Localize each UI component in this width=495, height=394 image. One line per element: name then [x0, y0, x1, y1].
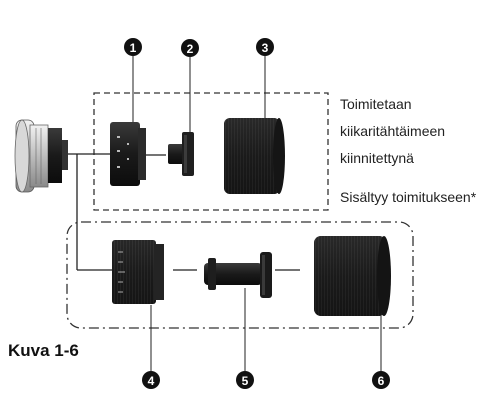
- callout-4: 4: [142, 371, 160, 389]
- part-6-cap: [314, 236, 391, 316]
- callout-2: 2: [181, 39, 199, 57]
- part-1-ring: [110, 122, 146, 186]
- attached-note-line-1: Toimitetaan: [340, 96, 412, 112]
- attached-parts-box: [93, 92, 329, 211]
- callout-2-label: 2: [187, 42, 194, 56]
- scope-eyepiece: [14, 119, 68, 193]
- part-3-cap: [224, 118, 285, 194]
- callout-5-label: 5: [242, 374, 249, 388]
- callout-3-label: 3: [262, 41, 269, 55]
- callout-5: 5: [236, 371, 254, 389]
- callout-1: 1: [124, 38, 142, 56]
- attached-note-line-3: kiinnitettynä: [340, 150, 414, 166]
- callout-1-label: 1: [130, 41, 137, 55]
- callout-6-label: 6: [378, 374, 385, 388]
- connection-lines: [66, 153, 300, 271]
- included-note: Sisältyy toimitukseen*: [340, 189, 477, 205]
- figure-caption: Kuva 1-6: [8, 341, 79, 360]
- callout-3: 3: [256, 38, 274, 56]
- part-4-ring: [112, 240, 164, 304]
- leader-lines: [132, 56, 382, 371]
- callout-4-label: 4: [148, 374, 155, 388]
- attached-note-line-2: kiikaritähtäimeen: [340, 123, 446, 139]
- part-5-tube: [204, 252, 272, 298]
- part-2-adapter: [168, 132, 194, 176]
- callout-6: 6: [372, 371, 390, 389]
